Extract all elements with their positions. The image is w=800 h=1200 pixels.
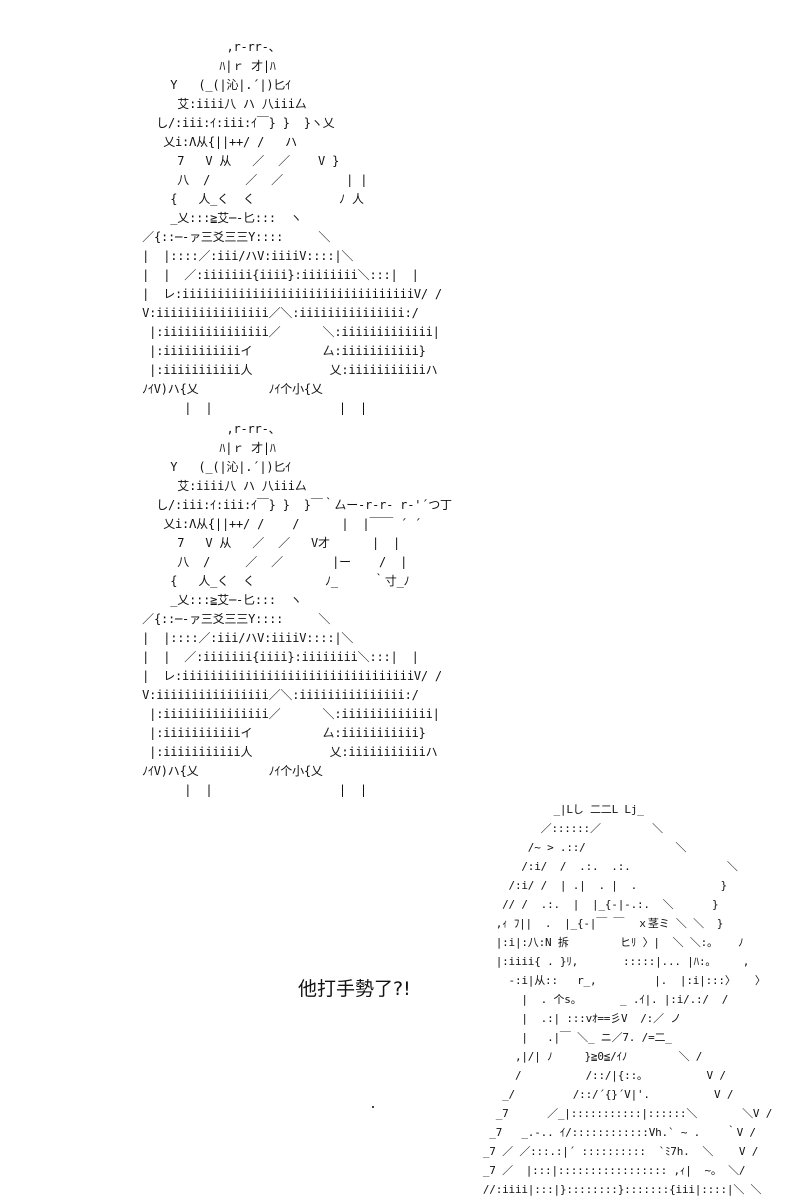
dialogue-caption: 他打手勢了?! — [298, 978, 411, 1000]
stray-dot — [372, 1106, 374, 1108]
girl-figure-art: _|Lし 二二L Lj_ ／::::::／ ＼ /~ > .::/ ＼ /:i/… — [482, 803, 773, 1196]
standing-figure-art: ,r‐rr‐、 ﾊ|ｒ 才|ﾊ Y (_(|沁|.´|)匕ｲ 艾:iiii八 ハ… — [142, 40, 442, 415]
pointing-figure-art: ,r‐rr‐、 ﾊ|ｒ 才|ﾊ Y (_(|沁|.´|)匕ｲ 艾:iiii八 ハ… — [142, 422, 452, 797]
